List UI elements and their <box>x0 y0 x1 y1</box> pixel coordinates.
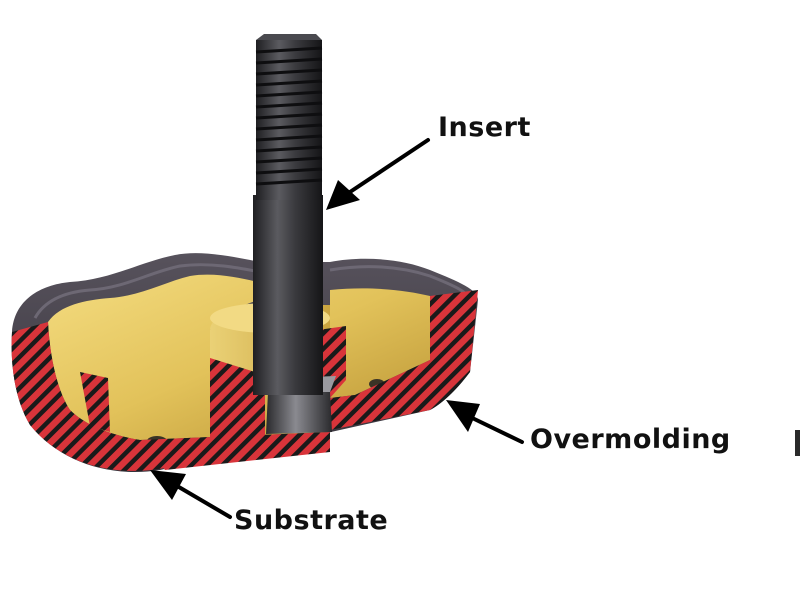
overmolding-arrow <box>446 400 524 444</box>
insert-arrow <box>326 138 430 210</box>
substrate-label: Substrate <box>234 505 389 536</box>
section-cut <box>11 290 478 471</box>
edge-mark <box>795 430 800 456</box>
overmolding-label: Overmolding <box>530 424 731 455</box>
threaded-insert <box>253 34 336 434</box>
callout-arrows <box>150 138 524 519</box>
substrate-arrow <box>150 470 232 519</box>
insert-label: Insert <box>438 112 531 143</box>
thread-ridges <box>255 46 323 186</box>
